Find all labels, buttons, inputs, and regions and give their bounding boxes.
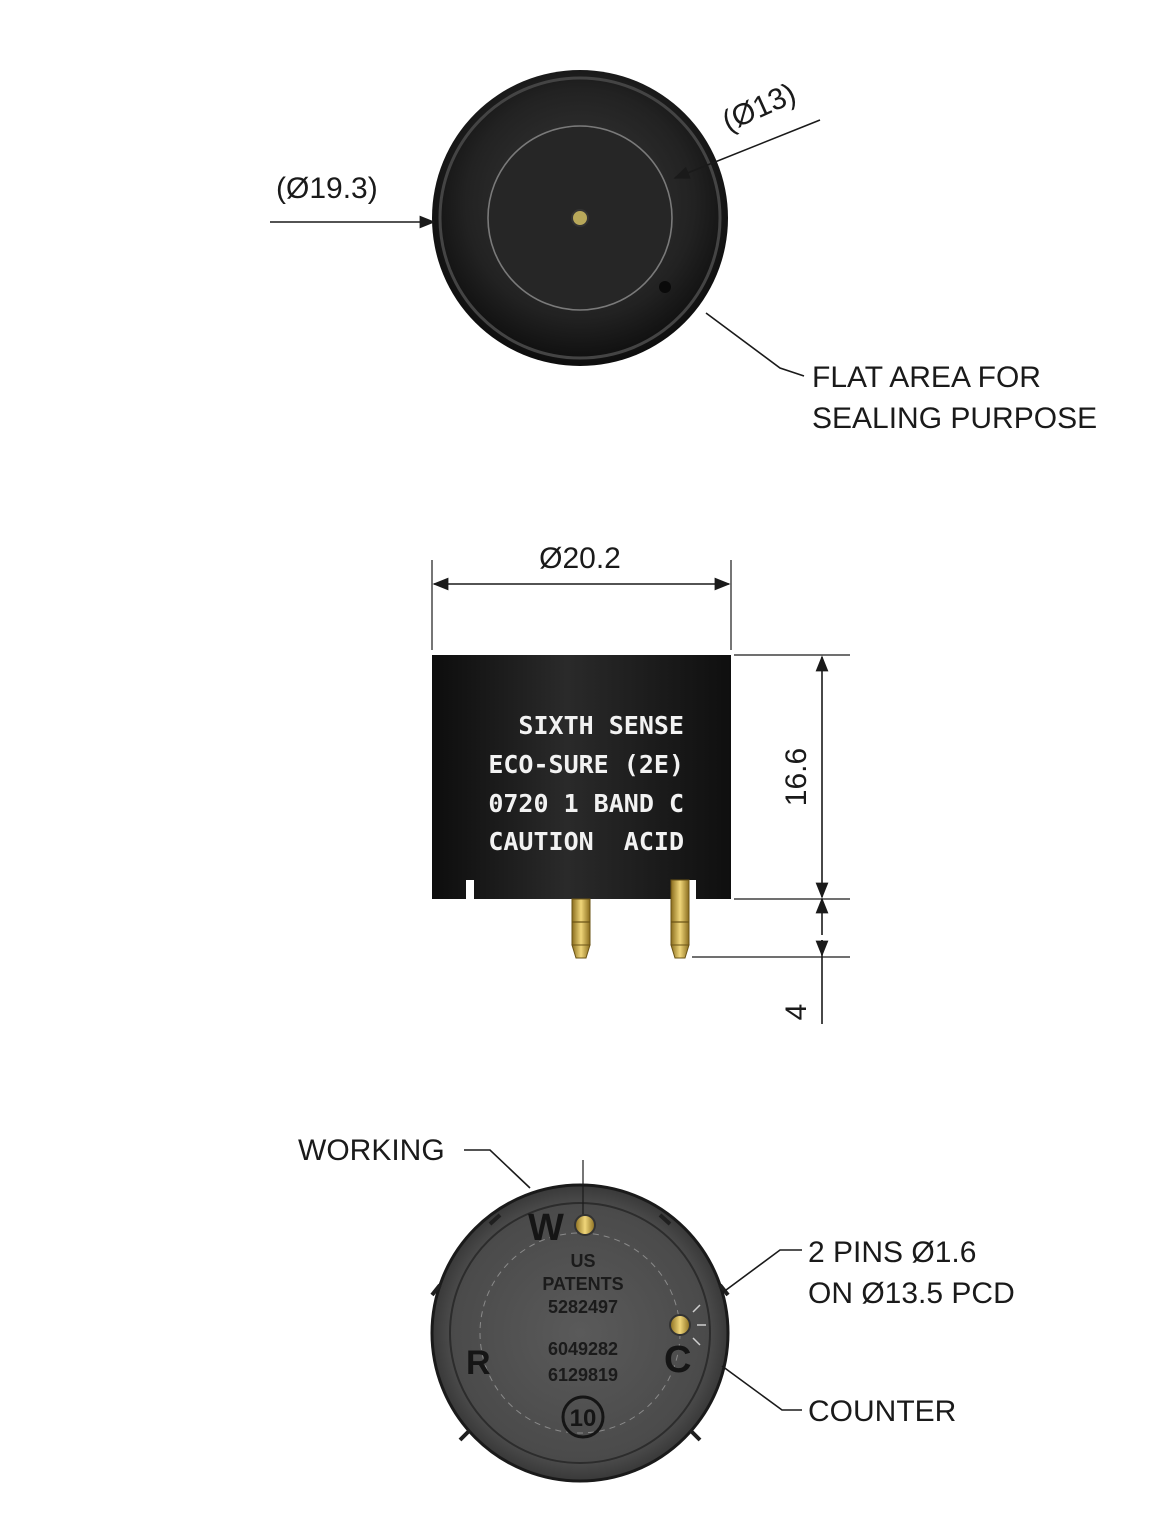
- flat-area-leader: [705, 312, 805, 377]
- side-body-notch-right: [688, 880, 696, 900]
- bottom-pin-r-label: R: [466, 1344, 491, 1382]
- bottom-emboss-line4: 6049282: [548, 1339, 618, 1359]
- side-height-label: 16.6: [780, 748, 813, 806]
- flat-area-label-line2: SEALING PURPOSE: [812, 402, 1097, 435]
- side-body-notch-left: [466, 880, 474, 900]
- top-inner-diameter-label: (Ø13): [717, 77, 800, 138]
- working-leader: [464, 1149, 531, 1189]
- top-outer-diameter-label: (Ø19.3): [276, 172, 378, 205]
- bottom-emboss-line2: PATENTS: [542, 1274, 623, 1294]
- bottom-emboss-line1: US: [570, 1251, 595, 1271]
- side-view: Ø20.2 SIXTH SENSE ECO-SURE (2E) 0720 1 B…: [431, 542, 850, 1024]
- bottom-outer-ring: [449, 1202, 711, 1464]
- bottom-rim-segments: [430, 1213, 730, 1442]
- working-label: WORKING: [298, 1134, 445, 1167]
- side-print-line2: ECO-SURE (2E): [488, 750, 684, 779]
- pins-leader: [721, 1249, 802, 1294]
- pins-label-line2: ON Ø13.5 PCD: [808, 1277, 1015, 1310]
- top-flat-area-dot: [659, 281, 671, 293]
- flat-area-label-line1: FLAT AREA FOR: [812, 361, 1041, 394]
- bottom-emboss-line5: 6129819: [548, 1365, 618, 1385]
- pins-label-line1: 2 PINS Ø1.6: [808, 1236, 976, 1269]
- bottom-emboss-line3: 5282497: [548, 1297, 618, 1317]
- side-body: [432, 655, 731, 899]
- side-print-line1: SIXTH SENSE: [518, 711, 684, 740]
- top-center-hole: [571, 209, 589, 227]
- counter-label: COUNTER: [808, 1395, 956, 1428]
- bottom-counter-rays: [692, 1304, 706, 1346]
- bottom-pin-c-label: C: [664, 1339, 691, 1381]
- bottom-pin-counter: [669, 1314, 691, 1336]
- bottom-view: W US PATENTS 5282497 6049282 6129819 R C…: [298, 1134, 1015, 1483]
- bottom-number-circle: [561, 1395, 605, 1439]
- side-pin-left: [571, 898, 591, 959]
- top-inner-dim-leader: [673, 119, 821, 179]
- side-pin-length-label: 4: [780, 1004, 813, 1021]
- bottom-pin-w-label: W: [528, 1207, 564, 1249]
- counter-leader: [721, 1365, 802, 1411]
- bottom-pin-working: [574, 1214, 596, 1236]
- side-width-label: Ø20.2: [539, 542, 621, 575]
- side-print-line4: CAUTION ACID: [488, 827, 684, 856]
- top-outer-ring: [438, 76, 722, 360]
- side-pin-right: [670, 879, 690, 959]
- side-print-line3: 0720 1 BAND C: [488, 789, 684, 818]
- bottom-outer-body: [430, 1183, 730, 1483]
- bottom-number-label: 10: [570, 1405, 597, 1432]
- top-view: (Ø13) (Ø19.3) FLAT AREA FOR SEALING PURP…: [270, 70, 1097, 435]
